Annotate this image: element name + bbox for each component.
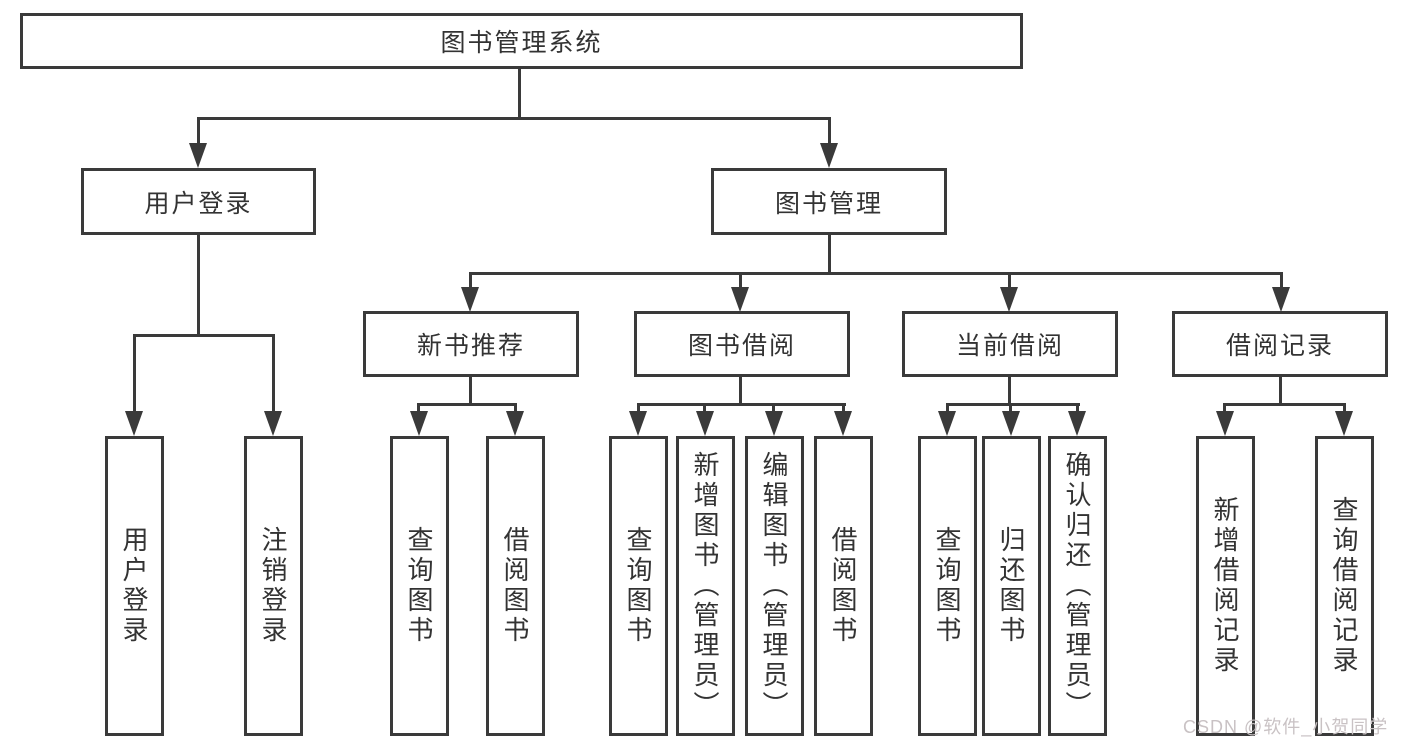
connector-line	[828, 235, 831, 275]
node-book-management: 图书管理	[711, 168, 947, 235]
arrow-down-icon	[696, 411, 714, 436]
node-user-login: 用户登录	[81, 168, 316, 235]
leaf-borrow-books-recommend: 借阅图书	[486, 436, 545, 736]
leaf-query-books-borrow: 查询图书	[609, 436, 668, 736]
connector-line	[1279, 377, 1282, 406]
connector-line	[469, 377, 472, 406]
watermark: CSDN @软件_小贺同学	[1183, 717, 1389, 737]
arrow-down-icon	[820, 143, 838, 168]
leaf-borrow-books: 借阅图书	[814, 436, 873, 736]
connector-line	[417, 403, 517, 406]
connector-line	[739, 272, 742, 289]
arrow-down-icon	[264, 411, 282, 436]
arrow-down-icon	[1272, 287, 1290, 312]
connector-line	[1076, 403, 1079, 415]
arrow-down-icon	[1216, 411, 1234, 436]
connector-line	[469, 272, 472, 289]
node-current-borrow: 当前借阅	[902, 311, 1118, 377]
leaf-return-book: 归还图书	[982, 436, 1041, 736]
connector-line	[1343, 403, 1346, 415]
arrow-down-icon	[1002, 411, 1020, 436]
connector-line	[272, 334, 275, 414]
node-book-borrow: 图书借阅	[634, 311, 850, 377]
arrow-down-icon	[765, 411, 783, 436]
arrow-down-icon	[506, 411, 524, 436]
leaf-user-login: 用户登录	[105, 436, 164, 736]
connector-line	[417, 403, 420, 415]
leaf-add-borrow-record: 新增借阅记录	[1196, 436, 1255, 736]
leaf-confirm-return-admin: 确认归还（管理员）	[1048, 436, 1107, 736]
connector-line	[772, 403, 775, 415]
connector-line	[637, 403, 846, 406]
connector-line	[133, 334, 275, 337]
leaf-query-borrow-record: 查询借阅记录	[1315, 436, 1374, 736]
arrow-down-icon	[125, 411, 143, 436]
arrow-down-icon	[189, 143, 207, 168]
connector-line	[197, 235, 200, 337]
leaf-query-books-recommend: 查询图书	[390, 436, 449, 736]
connector-line	[703, 403, 706, 415]
node-new-book-recommend: 新书推荐	[363, 311, 579, 377]
arrow-down-icon	[731, 287, 749, 312]
arrow-down-icon	[1335, 411, 1353, 436]
arrow-down-icon	[1000, 287, 1018, 312]
connector-line	[946, 403, 1080, 406]
connector-line	[842, 403, 845, 415]
leaf-logout: 注销登录	[244, 436, 303, 736]
connector-line	[637, 403, 640, 415]
connector-line	[1280, 272, 1283, 289]
connector-line	[1008, 377, 1011, 406]
connector-line	[197, 117, 200, 147]
node-borrow-records: 借阅记录	[1172, 311, 1388, 377]
leaf-add-book-admin: 新增图书（管理员）	[676, 436, 735, 736]
arrow-down-icon	[461, 287, 479, 312]
arrow-down-icon	[1068, 411, 1086, 436]
arrow-down-icon	[629, 411, 647, 436]
connector-line	[514, 403, 517, 415]
arrow-down-icon	[938, 411, 956, 436]
connector-line	[1008, 272, 1011, 289]
connector-line	[518, 68, 521, 120]
connector-line	[133, 334, 136, 414]
connector-line	[828, 117, 831, 147]
connector-line	[469, 272, 1283, 275]
node-root: 图书管理系统	[20, 13, 1023, 69]
connector-line	[1009, 403, 1012, 415]
arrow-down-icon	[834, 411, 852, 436]
arrow-down-icon	[410, 411, 428, 436]
connector-line	[1223, 403, 1226, 415]
connector-line	[1223, 403, 1346, 406]
connector-line	[946, 403, 949, 415]
leaf-edit-book-admin: 编辑图书（管理员）	[745, 436, 804, 736]
leaf-query-books-current: 查询图书	[918, 436, 977, 736]
connector-line	[739, 377, 742, 406]
connector-line	[197, 117, 831, 120]
